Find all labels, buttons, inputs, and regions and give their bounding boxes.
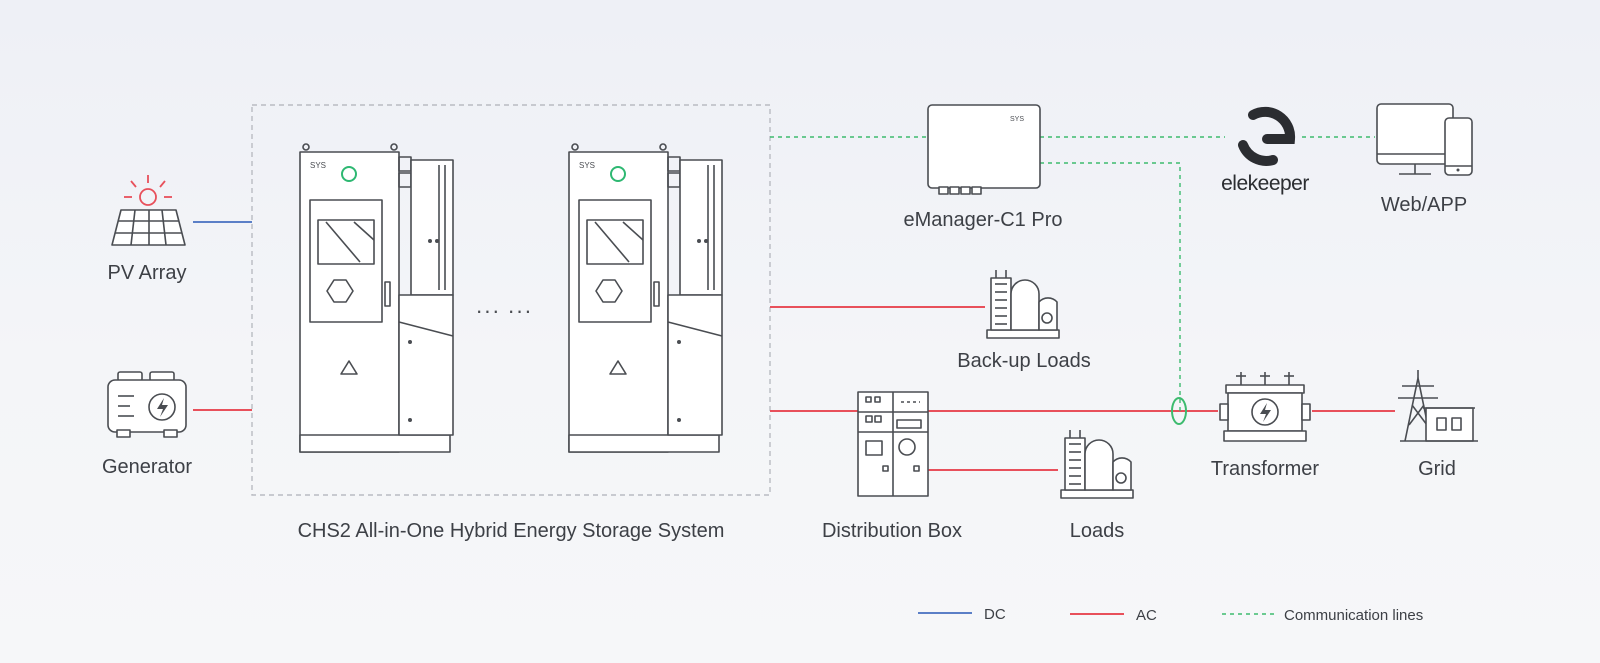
distribution-box-icon — [857, 391, 929, 497]
storage-cabinet-icon — [299, 143, 454, 453]
storage-cabinet-icon — [568, 143, 723, 453]
legend-dc-label: DC — [984, 606, 1006, 623]
legend: DC AC Communication lines — [918, 606, 1423, 624]
legend-comm-label: Communication lines — [1284, 607, 1423, 624]
system-label: CHS2 All-in-One Hybrid Energy Storage Sy… — [298, 520, 725, 542]
distribution-box-label: Distribution Box — [822, 520, 962, 542]
system-boundary — [251, 104, 771, 496]
svg-text:SYS: SYS — [1010, 116, 1024, 123]
grid-label: Grid — [1418, 458, 1456, 480]
brand-logo-icon — [1238, 106, 1296, 166]
emanager-label: eManager-C1 Pro — [904, 209, 1063, 231]
brand-label: elekeeper — [1221, 172, 1309, 195]
communication-lines — [770, 136, 1375, 411]
ct-sensor-icon — [1171, 397, 1187, 425]
load-building-icon — [1060, 429, 1134, 499]
load-building-icon — [986, 269, 1060, 339]
monitor-phone-icon — [1376, 103, 1473, 176]
backup-loads-label: Back-up Loads — [957, 350, 1090, 372]
generator-label: Generator — [102, 456, 192, 478]
power-tower-icon — [1398, 370, 1478, 442]
generator-icon — [107, 371, 187, 438]
solar-panel-icon — [111, 175, 186, 246]
more-units-ellipsis: ··· ··· — [475, 298, 532, 323]
ac-lines — [193, 306, 1395, 471]
transformer-label: Transformer — [1211, 458, 1320, 480]
pv-array-label: PV Array — [108, 262, 187, 284]
loads-label: Loads — [1070, 520, 1125, 542]
transformer-icon — [1219, 372, 1311, 442]
controller-icon: SYS — [927, 104, 1041, 195]
legend-ac-label: AC — [1136, 607, 1157, 624]
web-app-label: Web/APP — [1381, 194, 1467, 216]
